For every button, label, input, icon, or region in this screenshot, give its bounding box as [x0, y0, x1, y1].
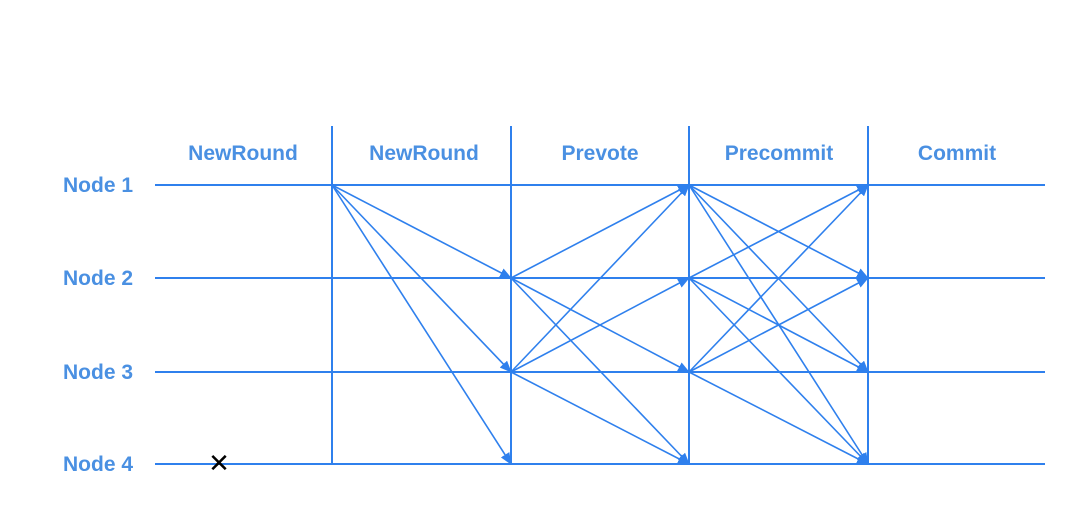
- message-arrow-node3-to-node1: [688, 184, 869, 373]
- node-label-1: Node 1: [63, 174, 133, 197]
- phase-label-precommit: Precommit: [725, 142, 834, 165]
- x-mark-icon: ✕: [208, 449, 230, 479]
- node-label-3: Node 3: [63, 361, 133, 384]
- node-labels: Node 1 Node 2 Node 3 Node 4: [63, 174, 133, 476]
- message-arrow-node2-to-node1: [688, 184, 869, 279]
- message-arrow-node2-to-node4: [688, 277, 869, 465]
- message-arrow-node3-to-node4: [688, 371, 869, 465]
- message-arrow-node3-to-node2: [510, 277, 690, 373]
- node-label-2: Node 2: [63, 267, 133, 290]
- phase-label-commit: Commit: [918, 142, 996, 165]
- message-arrow-node3-to-node2: [688, 277, 869, 373]
- message-arrow-node3-to-node1: [510, 184, 690, 373]
- message-arrow-node2-to-node4: [510, 277, 690, 465]
- message-arrow-node1-to-node2: [331, 184, 512, 279]
- message-arrows: [331, 184, 869, 465]
- phase-header: NewRound NewRound Prevote Precommit Comm…: [188, 142, 996, 165]
- node-label-4: Node 4: [63, 453, 133, 476]
- phase-label-prevote: Prevote: [561, 142, 638, 165]
- phase-boundaries: [331, 126, 869, 464]
- message-arrow-node2-to-node1: [510, 184, 690, 279]
- message-arrow-node3-to-node4: [510, 371, 690, 465]
- message-arrow-node1-to-node3: [331, 184, 512, 373]
- phase-label-newround-1: NewRound: [188, 142, 298, 165]
- phase-label-newround-2: NewRound: [369, 142, 479, 165]
- message-arrow-node1-to-node4: [331, 184, 512, 465]
